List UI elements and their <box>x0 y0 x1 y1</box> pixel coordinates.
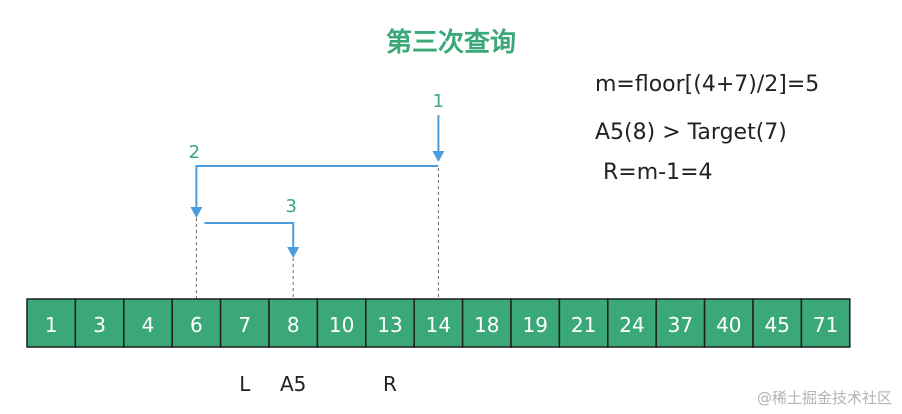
arrow-2-path <box>195 165 439 208</box>
pointer-label-a5: A5 <box>280 372 306 396</box>
array-cell-value: 14 <box>426 313 451 337</box>
array-cell-value: 71 <box>813 313 838 337</box>
array-cell-value: 13 <box>377 313 402 337</box>
array-cell-value: 19 <box>522 313 547 337</box>
array-cell-value: 7 <box>238 313 251 337</box>
array-cell-value: 24 <box>619 313 644 337</box>
array-cell-value: 6 <box>190 313 203 337</box>
array-cell-value: 1 <box>45 313 58 337</box>
array-cell <box>316 298 367 348</box>
array-cell-value: 3 <box>93 313 106 337</box>
arrow-2-head <box>190 207 203 218</box>
array-cell <box>752 298 803 348</box>
arrow-1-head <box>432 151 445 162</box>
formula-right-update: R=m-1=4 <box>603 160 713 185</box>
array-cell-value: 4 <box>142 313 155 337</box>
array-cell-value: 18 <box>474 313 499 337</box>
array-cell-value: 21 <box>571 313 596 337</box>
arrow-3-head <box>287 247 300 258</box>
pointer-label-l: L <box>239 372 251 396</box>
array-cell <box>607 298 657 348</box>
array-cell-value: 45 <box>764 313 789 337</box>
array-cell <box>800 298 851 348</box>
array-cell <box>413 298 464 348</box>
array-cell <box>655 298 706 348</box>
step-label-1: 1 <box>433 91 444 112</box>
watermark-text: @稀土掘金技术社区 <box>756 389 892 407</box>
formula-compare: A5(8) > Target(7) <box>595 120 787 145</box>
formula-midpoint: m=floor[(4+7)/2]=5 <box>595 72 820 97</box>
diagram-title: 第三次查询 <box>385 28 516 58</box>
step-label-3: 3 <box>285 196 296 217</box>
pointer-label-r: R <box>383 372 397 396</box>
array-cell-value: 8 <box>287 313 300 337</box>
array-cell <box>123 298 173 348</box>
arrow-3-path <box>204 222 295 248</box>
array-cell <box>26 298 77 348</box>
step-label-2: 2 <box>189 142 200 163</box>
array-cell-value: 40 <box>716 313 741 337</box>
array-cell <box>219 298 270 348</box>
array-cell <box>510 298 561 348</box>
array-cell-value: 10 <box>329 313 354 337</box>
array-cell-value: 37 <box>668 313 693 337</box>
